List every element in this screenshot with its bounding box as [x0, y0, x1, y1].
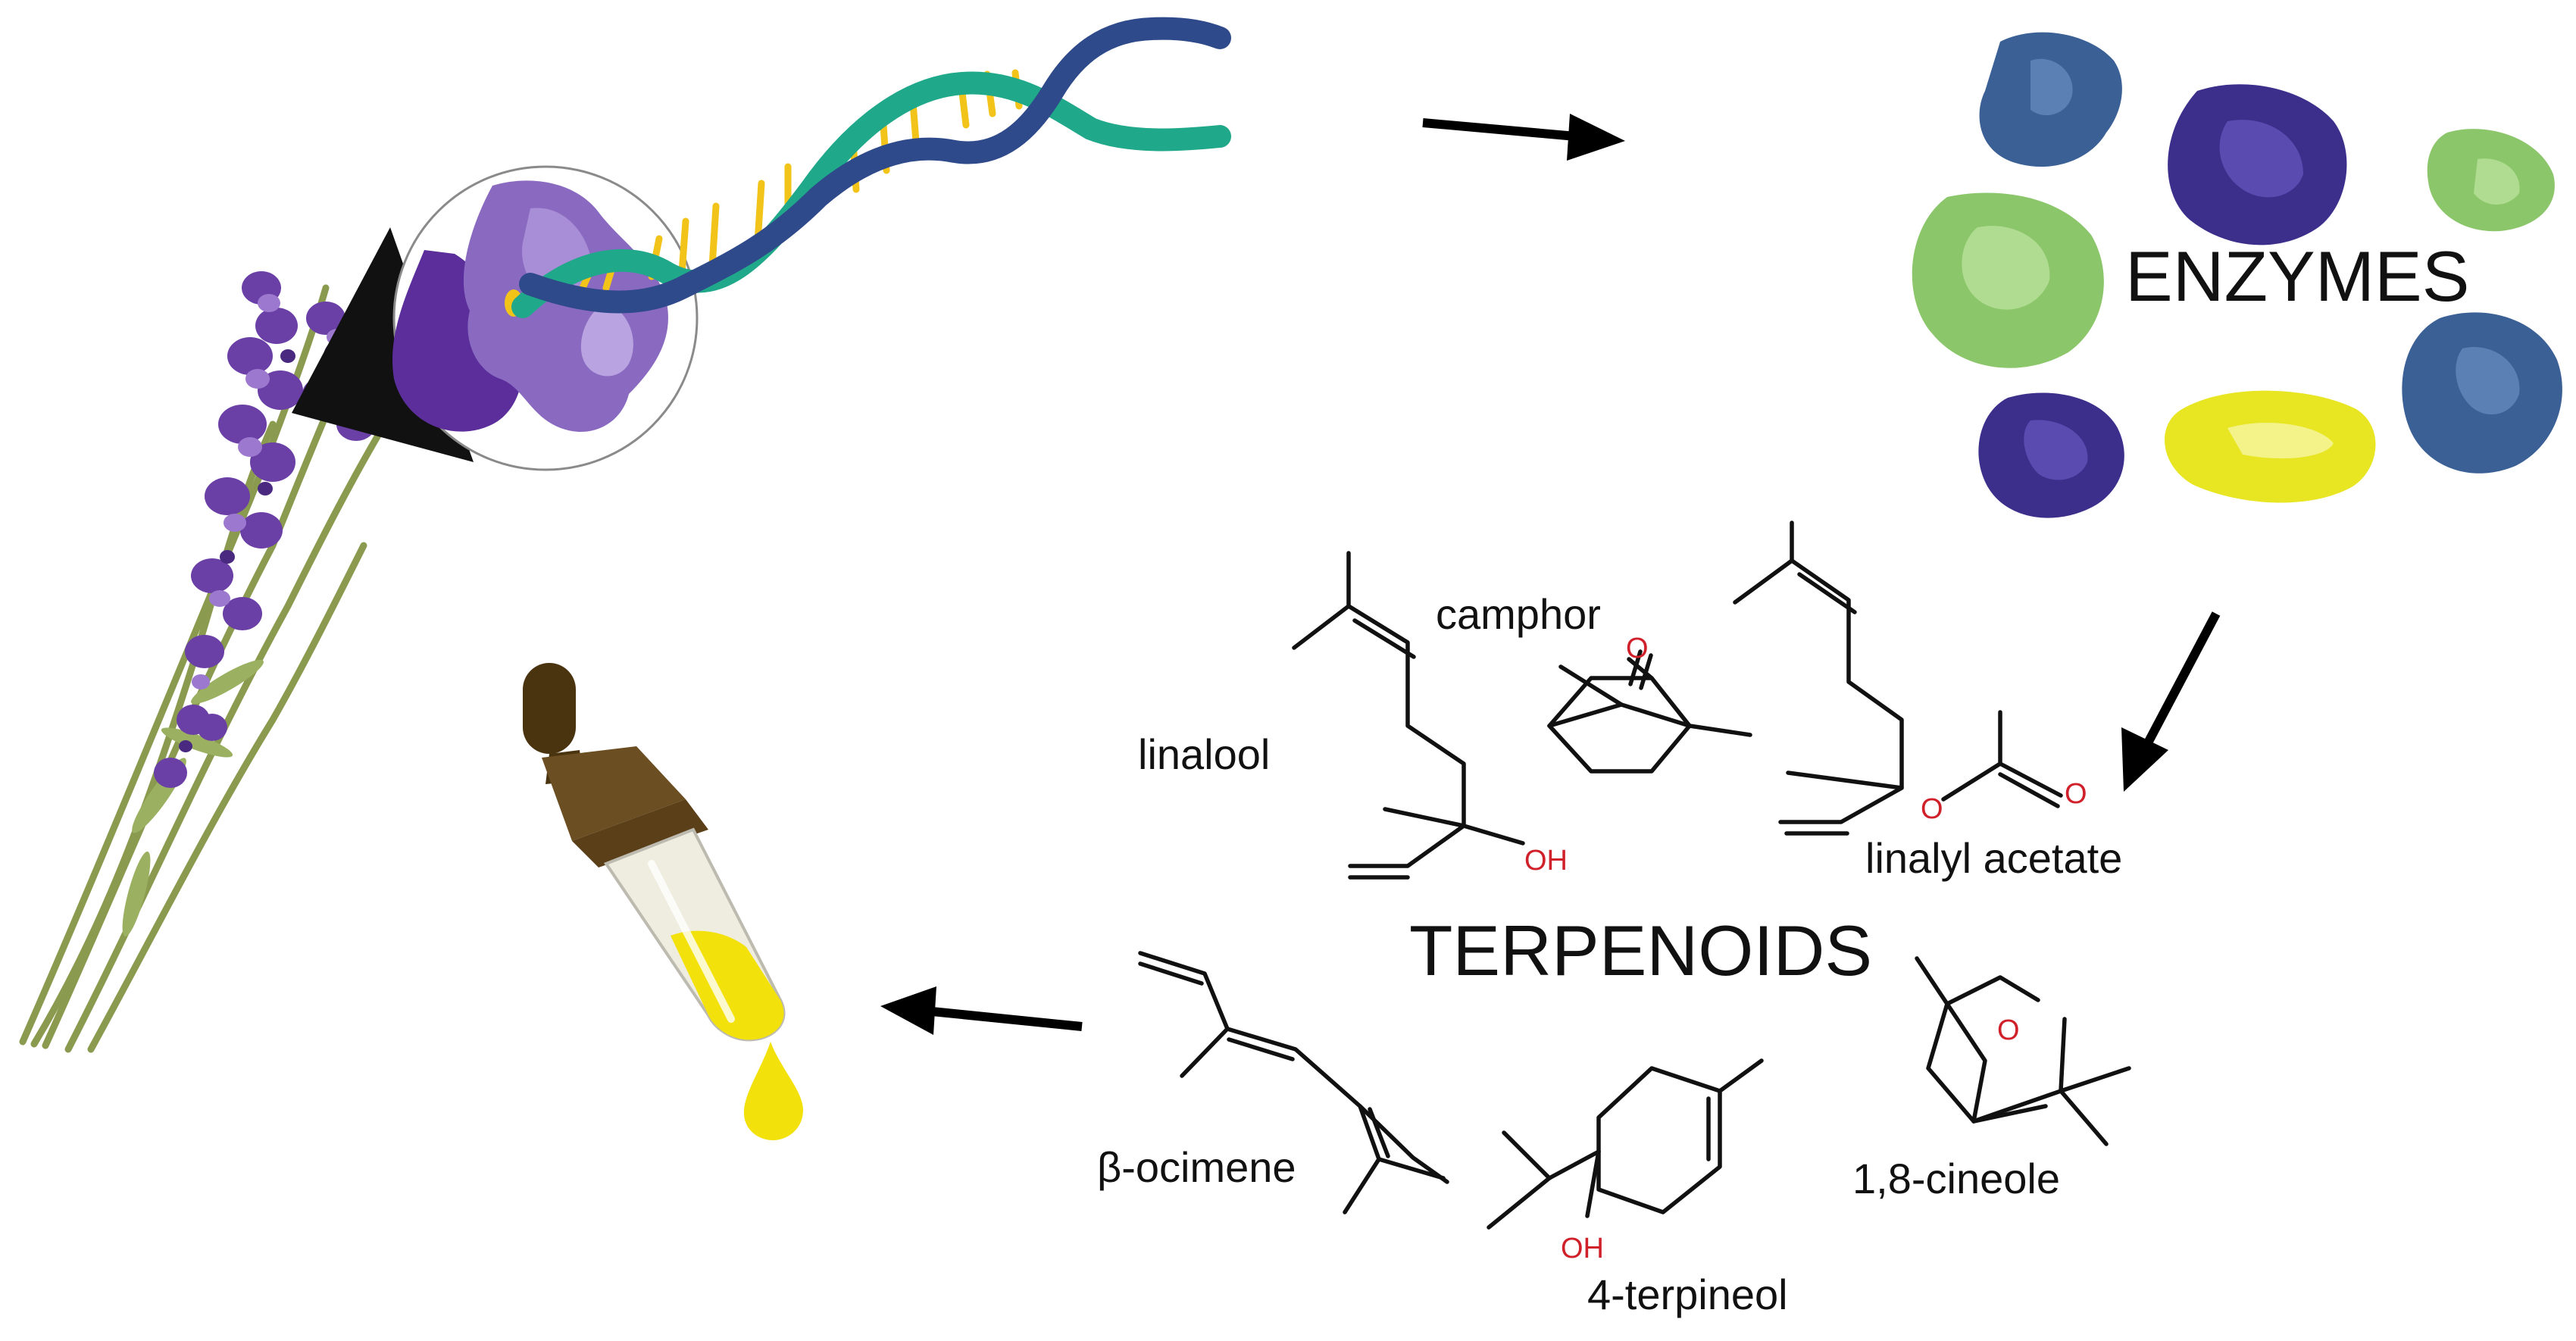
ocimene-structure: β-ocimene [1097, 951, 1449, 1214]
terpenoids-heading: TERPENOIDS [1409, 911, 1872, 990]
enzyme-blob-icon [2165, 390, 2376, 503]
linalool-structure: OH linalool [1138, 551, 1568, 880]
linalool-hydroxyl: OH [1524, 845, 1568, 877]
terpineol-hydroxyl: OH [1561, 1233, 1604, 1264]
cineole-oxygen: O [1997, 1014, 2020, 1046]
enzyme-blob-icon [1912, 192, 2104, 368]
arrow-enzymes-to-terpenoids [2121, 611, 2221, 792]
arrow-dna-to-enzymes [1422, 114, 1625, 161]
linalyl-acetate-carbonyl-oxygen: O [2065, 778, 2087, 810]
dna-helix-icon [511, 17, 1231, 318]
linalyl-acetate-label: linalyl acetate [1865, 834, 2122, 882]
enzyme-blob-icon [1979, 32, 2122, 167]
enzyme-blob-icon [2427, 129, 2555, 232]
oil-drop-icon [743, 1042, 803, 1140]
enzyme-blob-icon [2402, 312, 2562, 474]
terpineol-label: 4-terpineol [1587, 1271, 1788, 1318]
cineole-structure: O 1,8-cineole [1852, 956, 2131, 1202]
cineole-label: 1,8-cineole [1852, 1155, 2060, 1202]
ocimene-label: β-ocimene [1097, 1143, 1296, 1191]
magnifier-lens-icon [392, 165, 699, 471]
dropper-icon [523, 663, 786, 1042]
camphor-label: camphor [1436, 590, 1601, 638]
enzyme-blob-icon [1978, 392, 2124, 518]
linalyl-acetate-ester-oxygen: O [1921, 793, 1943, 825]
arrow-terpenoids-to-oil [880, 986, 1083, 1035]
enzymes-cluster: ENZYMES [1912, 32, 2562, 518]
linalool-label: linalool [1138, 730, 1270, 778]
enzyme-blob-icon [2168, 84, 2347, 245]
linalyl-acetate-structure: O O linalyl acetate [1733, 520, 2122, 882]
camphor-structure: O camphor [1436, 590, 1752, 774]
lavender-plant-icon [19, 227, 474, 1053]
enzymes-heading: ENZYMES [2125, 236, 2469, 316]
terpineol-structure: OH 4-terpineol [1487, 1058, 1788, 1318]
camphor-oxygen: O [1626, 633, 1649, 664]
